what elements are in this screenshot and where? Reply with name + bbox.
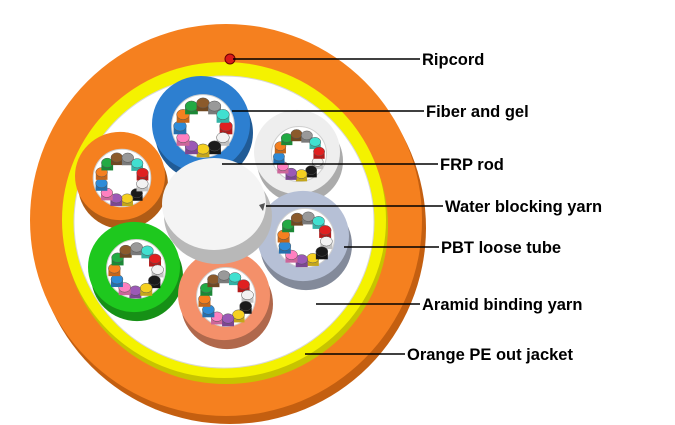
fiber-end <box>141 245 154 256</box>
fiber-end <box>136 167 149 178</box>
label-pbt-loose-tube: PBT loose tube <box>441 239 561 257</box>
fiber-end <box>110 152 123 163</box>
fiber-end <box>119 244 132 256</box>
fiber-end <box>301 130 313 141</box>
fiber-end <box>320 236 333 247</box>
water-blocking-yarn-mark <box>259 203 265 211</box>
fiber-end <box>129 285 142 296</box>
frp-rod <box>162 158 272 264</box>
fiber-end <box>151 264 164 275</box>
fiber-end <box>302 211 315 222</box>
loose-tube-white <box>254 109 343 204</box>
fiber-end <box>148 253 162 264</box>
fiber-end <box>312 216 325 227</box>
fiber-end <box>318 225 332 236</box>
fiber-end <box>207 140 222 152</box>
fiber-end <box>228 272 242 283</box>
fiber-end <box>221 313 235 324</box>
fiber-end <box>232 309 245 320</box>
leader-lines <box>222 58 443 355</box>
fiber-end <box>239 300 252 312</box>
label-aramid-binding-yarn: Aramid binding yarn <box>422 296 582 314</box>
fiber-end <box>216 132 230 143</box>
fiber-end <box>309 137 321 147</box>
fiber-end <box>207 274 220 285</box>
fiber-end <box>121 152 134 163</box>
fiber-end <box>241 289 254 300</box>
fiber-end <box>131 158 144 169</box>
fiber-end <box>196 143 210 155</box>
fiber-end <box>140 282 153 294</box>
fiber-end <box>305 165 318 175</box>
fiber-end <box>216 109 230 120</box>
fiber-end <box>217 270 231 281</box>
fiber-end <box>295 169 308 179</box>
loose-tube-salmon <box>178 249 273 350</box>
fiber-end <box>148 275 161 286</box>
loose-tube-green <box>88 221 183 322</box>
fiber-end <box>95 178 108 189</box>
fiber-end <box>290 212 304 223</box>
loose-tube-grey <box>257 190 352 291</box>
fiber-end <box>290 129 303 139</box>
fiber-end <box>121 193 134 204</box>
fiber-end <box>184 100 199 112</box>
label-ripcord: Ripcord <box>422 51 484 69</box>
fiber-end <box>313 146 325 157</box>
label-water-blocking-yarn: Water blocking yarn <box>445 198 602 216</box>
label-orange-pe-out-jacket: Orange PE out jacket <box>407 346 573 364</box>
fiber-end <box>136 178 149 189</box>
fiber-end <box>280 133 293 143</box>
fiber-end <box>207 100 222 112</box>
fiber-end <box>196 97 210 109</box>
fiber-end <box>237 279 250 290</box>
label-frp-rod: FRP rod <box>440 156 504 174</box>
fiber-end <box>130 242 143 253</box>
loose-tube-blue <box>152 75 253 182</box>
loose-tube-orange <box>75 131 168 230</box>
loose-tubes-group <box>75 75 352 350</box>
fiber-end <box>315 246 329 257</box>
label-fiber-and-gel: Fiber and gel <box>426 103 529 121</box>
fiber-end <box>278 240 292 251</box>
